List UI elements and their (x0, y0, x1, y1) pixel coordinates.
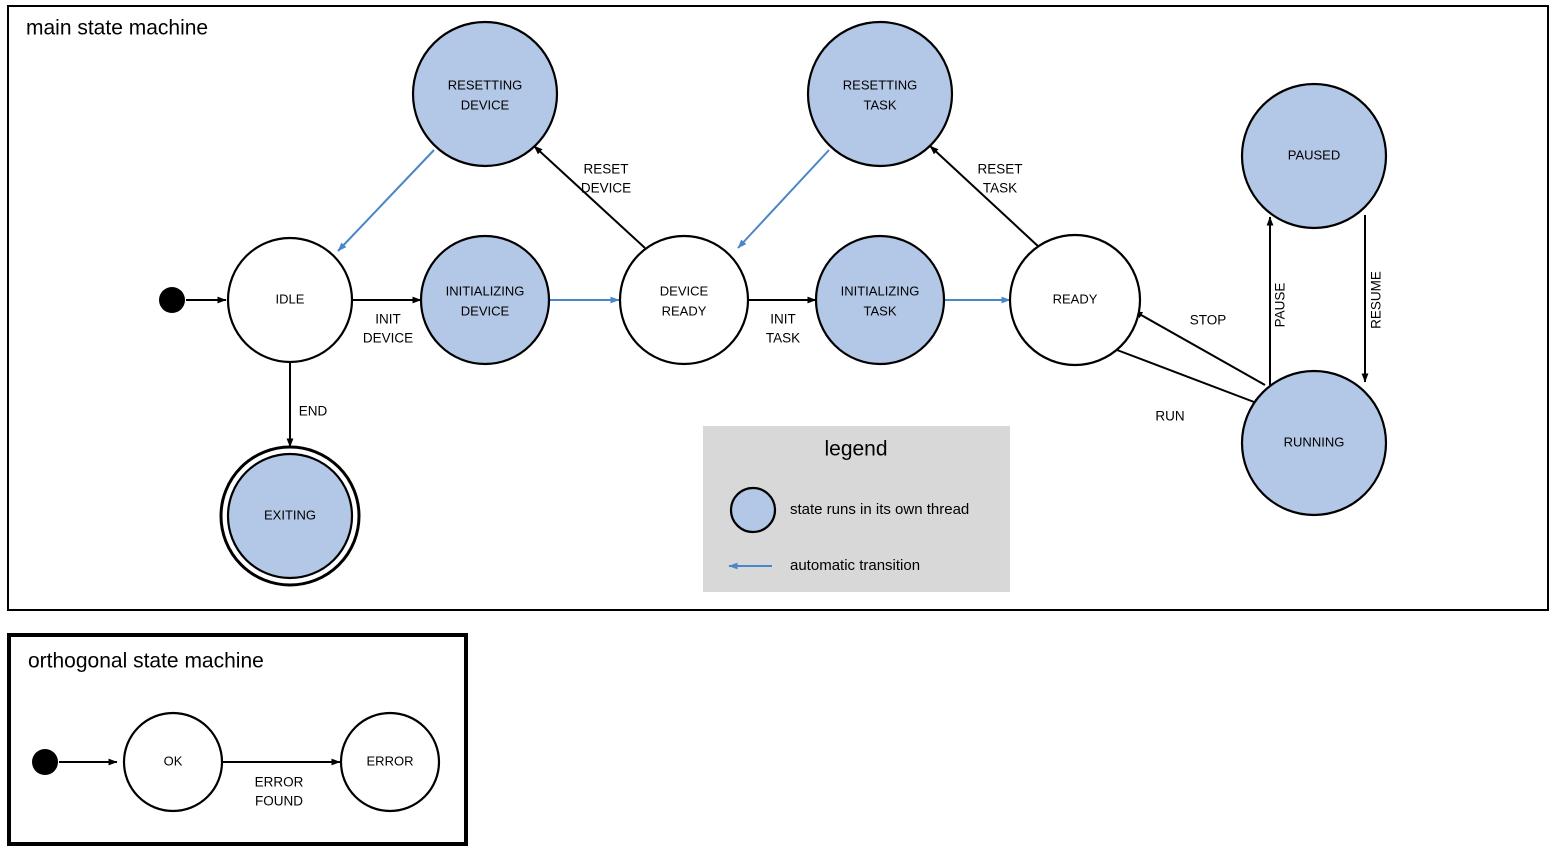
state-initializing-device-label-line2: DEVICE (461, 303, 510, 318)
transition-ready-to-resetting-task (929, 145, 1041, 249)
legend-threaded-state-text: state runs in its own thread (790, 501, 969, 518)
state-paused-label: PAUSED (1288, 147, 1341, 162)
state-error-circle[interactable] (339, 711, 441, 813)
state-resetting-device[interactable]: RESETTING DEVICE (411, 20, 559, 168)
edge-label-reset-device-line1: RESET (583, 162, 628, 177)
transition-device-ready-to-resetting-device (533, 145, 646, 249)
orthogonal-initial-state-dot (32, 749, 58, 775)
legend-item-threaded-state: state runs in its own thread (729, 486, 969, 534)
state-error-label: ERROR (367, 753, 414, 768)
initial-state-dot (159, 287, 185, 313)
state-initializing-task[interactable]: INITIALIZING TASK (814, 234, 946, 366)
state-initializing-device[interactable]: INITIALIZING DEVICE (419, 234, 551, 366)
edge-label-reset-device-line2: DEVICE (581, 181, 631, 196)
state-idle-circle[interactable] (226, 236, 354, 364)
legend-threaded-state-swatch (729, 486, 777, 534)
state-resetting-task[interactable]: RESETTING TASK (806, 20, 954, 168)
state-ok-circle[interactable] (122, 711, 224, 813)
state-initializing-task-label-line2: TASK (864, 303, 897, 318)
state-running-circle[interactable] (1240, 369, 1388, 517)
orthogonal-edge-label-error-found-line2: FOUND (255, 794, 303, 809)
edge-label-reset-task-line2: TASK (983, 181, 1017, 196)
state-initializing-task-circle[interactable] (814, 234, 946, 366)
legend-item-automatic-transition: automatic transition (728, 557, 920, 574)
state-exiting[interactable]: EXITING (219, 445, 361, 587)
edge-label-run: RUN (1155, 409, 1184, 424)
state-resetting-task-label-line2: TASK (864, 97, 897, 112)
main-frame-border (7, 5, 1549, 611)
state-paused-circle[interactable] (1240, 82, 1388, 230)
state-initializing-device-label-line1: INITIALIZING (446, 283, 525, 298)
state-initializing-task-label-line1: INITIALIZING (841, 283, 920, 298)
state-running[interactable]: RUNNING (1240, 369, 1388, 517)
legend-automatic-transition-text: automatic transition (790, 557, 920, 574)
edge-label-init-device-line1: INIT (375, 312, 401, 327)
main-state-machine-frame: main state machine (7, 5, 1549, 611)
state-ready-circle[interactable] (1008, 233, 1142, 367)
edge-label-pause: PAUSE (1273, 283, 1288, 328)
state-initializing-device-circle[interactable] (419, 234, 551, 366)
transition-running-to-ready (1133, 310, 1266, 386)
main-frame-title: main state machine (26, 17, 208, 40)
state-device-ready-label-line1: DEVICE (660, 283, 709, 298)
transition-resetting-task-to-device-ready (737, 149, 830, 249)
edge-label-stop: STOP (1190, 313, 1227, 328)
edge-label-reset-task-line1: RESET (977, 162, 1022, 177)
state-resetting-task-circle[interactable] (806, 20, 954, 168)
state-error[interactable]: ERROR (339, 711, 441, 813)
edge-label-resume: RESUME (1369, 271, 1384, 329)
state-device-ready-circle[interactable] (618, 234, 750, 366)
state-resetting-task-label-line1: RESETTING (843, 77, 917, 92)
orthogonal-state-machine-frame: orthogonal state machine ERROR FOUND OK … (7, 633, 468, 846)
legend-title: legend (824, 438, 887, 461)
transition-resetting-device-to-idle (337, 149, 435, 252)
edge-label-end: END (299, 404, 328, 419)
state-device-ready-label-line2: READY (662, 303, 707, 318)
state-device-ready[interactable]: DEVICE READY (618, 234, 750, 366)
orthogonal-frame-border (7, 633, 468, 846)
state-resetting-device-label-line1: RESETTING (448, 77, 522, 92)
state-ok[interactable]: OK (122, 711, 224, 813)
state-idle-label: IDLE (276, 291, 305, 306)
state-ready[interactable]: READY (1008, 233, 1142, 367)
state-resetting-device-label-line2: DEVICE (461, 97, 510, 112)
transition-ready-to-running (1116, 349, 1263, 406)
orthogonal-edge-label-error-found-line1: ERROR (255, 775, 304, 790)
state-exiting-label: EXITING (264, 507, 316, 522)
state-exiting-circle[interactable] (226, 452, 354, 580)
state-paused[interactable]: PAUSED (1240, 82, 1388, 230)
edge-label-init-task-line2: TASK (766, 331, 800, 346)
edge-label-init-device-line2: DEVICE (363, 331, 413, 346)
main-transitions: INIT DEVICE RESET DEVICE INIT TASK RESET… (186, 145, 1384, 448)
state-resetting-device-circle[interactable] (411, 20, 559, 168)
state-running-label: RUNNING (1284, 434, 1345, 449)
edge-label-init-task-line1: INIT (770, 312, 796, 327)
legend: legend state runs in its own thread auto… (703, 426, 1010, 592)
state-ready-label: READY (1053, 291, 1098, 306)
state-idle[interactable]: IDLE (226, 236, 354, 364)
state-ok-label: OK (164, 753, 183, 768)
orthogonal-frame-title: orthogonal state machine (28, 650, 264, 673)
main-states: IDLE RESETTING DEVICE INITIALIZING DEVIC… (159, 20, 1388, 587)
